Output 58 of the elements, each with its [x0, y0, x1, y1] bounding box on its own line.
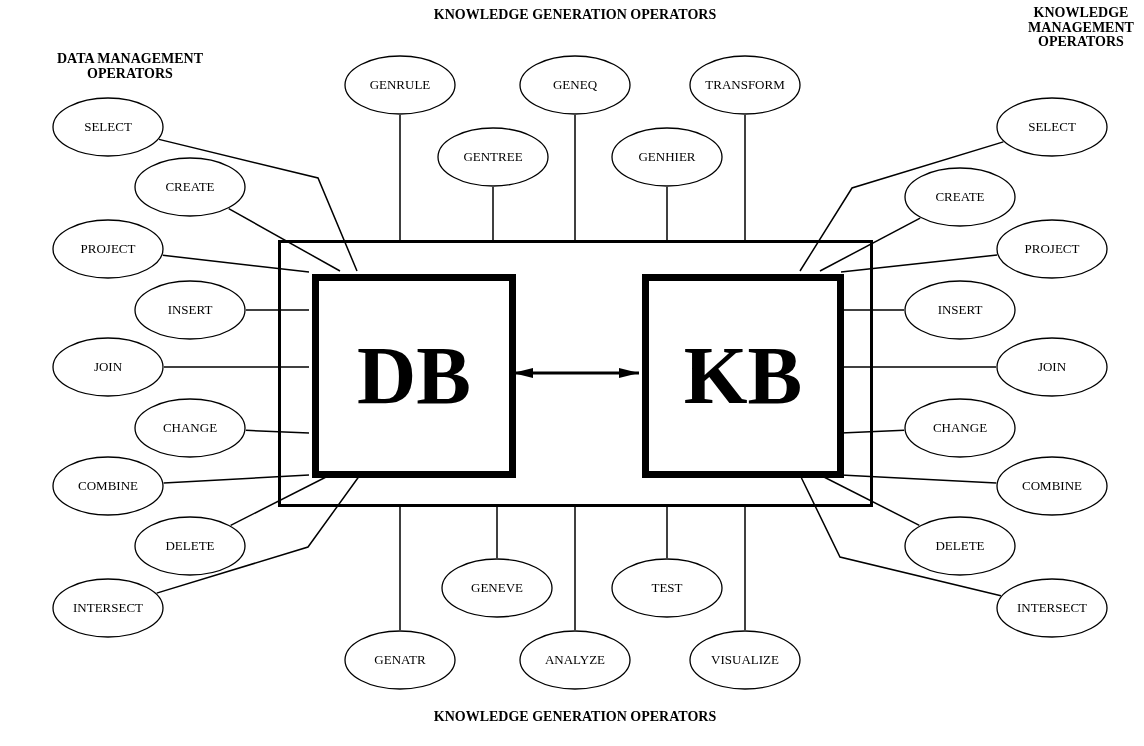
operator-label: COMBINE [77, 478, 139, 494]
operator-label: COMBINE [1021, 478, 1083, 494]
operator-label: CHANGE [931, 420, 989, 436]
operator-label: PROJECT [79, 241, 137, 257]
connector-line [799, 141, 1005, 272]
operator-label: TRANSFORM [704, 77, 786, 93]
connector-line [744, 506, 746, 631]
operator-label: INTERSECT [1015, 600, 1089, 616]
connector-line [819, 217, 921, 272]
operator-label: GENTREE [462, 149, 524, 165]
connector-line [744, 114, 746, 241]
operator-label: JOIN [92, 359, 124, 375]
store-box [312, 274, 516, 478]
connector-line [163, 366, 310, 368]
operator-label: INSERT [166, 302, 214, 318]
operator-label: CHANGE [161, 420, 219, 436]
connector-line [245, 429, 310, 434]
connector-line [840, 254, 998, 273]
section-heading: DATA MANAGEMENT OPERATORS [55, 52, 205, 82]
connector-line [399, 114, 401, 241]
box-title: DB [356, 335, 472, 417]
operator-label: SELECT [1027, 119, 1077, 135]
operator-label: VISUALIZE [710, 652, 780, 668]
operator-label: GENEVE [470, 580, 524, 596]
connector-line [666, 186, 668, 241]
operator-label: GENEQ [551, 77, 598, 93]
connector-line [162, 254, 310, 273]
operator-label: PROJECT [1023, 241, 1081, 257]
connector-line [162, 474, 310, 484]
connector-line [158, 138, 358, 272]
connector-line [492, 186, 494, 241]
connector-line [245, 309, 310, 311]
section-heading: KNOWLEDGE GENERATION OPERATORS [432, 710, 718, 725]
connector-line [496, 506, 498, 559]
section-heading: KNOWLEDGE GENERATION OPERATORS [432, 8, 718, 23]
operator-label: INSERT [936, 302, 984, 318]
connector-line [666, 506, 668, 559]
operator-label: JOIN [1036, 359, 1068, 375]
operator-label: GENHIER [637, 149, 697, 165]
operator-label: GENATR [373, 652, 427, 668]
section-heading: KNOWLEDGE MANAGEMENT OPERATORS [1027, 6, 1135, 51]
operator-label: ANALYZE [543, 652, 607, 668]
connector-line [227, 207, 341, 272]
connector-line [574, 506, 576, 631]
operator-label: GENRULE [368, 77, 432, 93]
operator-label: DELETE [164, 538, 216, 554]
outer-frame [278, 240, 873, 507]
double-arrow [513, 368, 639, 378]
operator-label: SELECT [83, 119, 133, 135]
connector-line [399, 506, 401, 631]
operator-label: INTERSECT [71, 600, 145, 616]
box-title: KB [682, 335, 804, 417]
operator-label: CREATE [934, 189, 986, 205]
connector-line [574, 114, 576, 241]
operator-label: TEST [650, 580, 684, 596]
operator-label: DELETE [934, 538, 986, 554]
store-box [642, 274, 844, 478]
operator-label: CREATE [164, 179, 216, 195]
